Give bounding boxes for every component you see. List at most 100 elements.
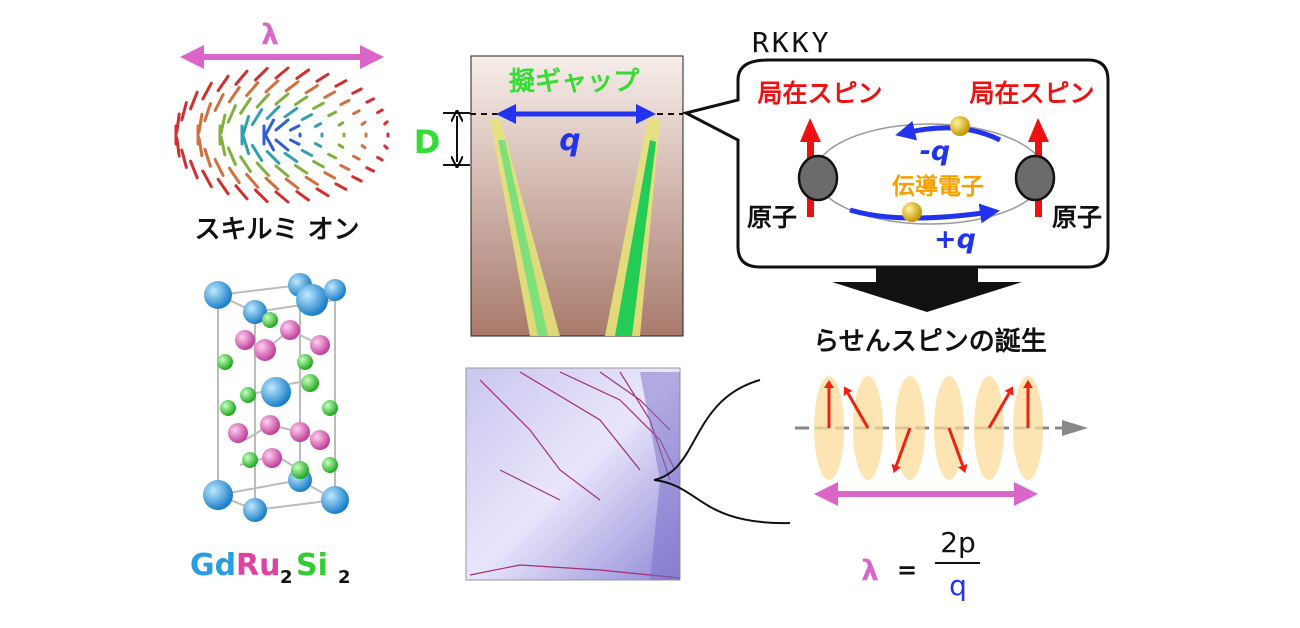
atom — [324, 279, 346, 301]
spin-arrow — [300, 113, 314, 122]
atom — [291, 461, 309, 479]
spin-arrow — [241, 114, 251, 136]
atom — [322, 457, 338, 473]
atom — [262, 448, 282, 468]
crystal-atoms — [203, 273, 349, 522]
spin-arrow — [1023, 380, 1033, 428]
atom — [310, 335, 330, 355]
spin-arrow — [383, 144, 389, 150]
spin-arrow — [274, 92, 290, 106]
spin-arrow — [219, 113, 227, 135]
spin-arrow — [226, 104, 237, 124]
spin-arrow — [351, 87, 363, 95]
domain-map-image — [465, 367, 681, 581]
formula-denominator: q — [949, 569, 967, 602]
atom — [261, 377, 291, 407]
helix-title: らせんスピンの誕生 — [813, 327, 1046, 357]
spin-arrow — [227, 166, 241, 185]
spin-arrow — [327, 110, 338, 118]
spin-arrow — [304, 175, 319, 186]
atom — [260, 415, 280, 435]
atom — [240, 387, 256, 403]
formula-gdru2si2: Gd Ru 2 Si 2 — [190, 548, 351, 588]
atom — [321, 486, 349, 514]
spin-arrow — [283, 106, 299, 119]
spin-arrow — [376, 108, 384, 115]
spin-arrow — [197, 112, 204, 134]
spin-arrow — [987, 386, 1014, 429]
spin-arrow — [891, 427, 912, 474]
atom — [296, 284, 328, 316]
spin-arrow — [219, 135, 227, 157]
spin-arrow — [360, 120, 367, 126]
spin-arrow — [180, 101, 188, 122]
spin-arrow — [824, 380, 834, 428]
spin-arrow — [265, 150, 281, 165]
spin-arrow — [313, 122, 323, 128]
spin-arrow — [293, 95, 309, 107]
spin-arrow — [337, 121, 345, 127]
spin-arrow — [265, 105, 281, 120]
local-spin-left-label: 局在スピン — [757, 79, 882, 108]
formula-ru: Ru — [236, 548, 280, 583]
spin-arrow — [288, 138, 301, 146]
spin-arrow — [245, 81, 260, 98]
spin-arrows-atoms — [800, 118, 1049, 217]
atom — [228, 423, 248, 443]
spin-arrow — [255, 161, 271, 177]
spin-arrow — [255, 93, 271, 109]
atom — [290, 422, 310, 442]
spin-arrow — [352, 109, 361, 116]
spin-arrow — [264, 79, 280, 94]
spin-arrow — [250, 143, 264, 162]
lambda-label-top: λ — [261, 18, 279, 51]
atom — [243, 498, 267, 522]
formula-ru-sub: 2 — [280, 567, 293, 588]
spin-arrow — [288, 124, 301, 132]
spin-arrow — [300, 148, 314, 157]
spin-arrow — [323, 90, 337, 99]
spin-arrow — [295, 68, 311, 80]
minus-q-label: -q — [920, 136, 951, 167]
atom — [242, 452, 258, 468]
spin-head — [843, 386, 853, 396]
spin-arrow — [315, 72, 330, 83]
spin-arrow — [312, 159, 325, 169]
atom — [217, 354, 233, 370]
atom — [204, 281, 232, 309]
formula-si-sub: 2 — [338, 567, 351, 588]
spin-arrow — [253, 66, 269, 82]
spin-arrow — [351, 175, 363, 183]
speech-bubble — [681, 58, 1110, 269]
electron-bottom — [902, 202, 922, 222]
spin-arrow — [253, 188, 269, 204]
electron-top — [950, 116, 970, 136]
spin-arrow — [203, 147, 212, 168]
rkky-title: RKKY — [752, 26, 831, 59]
skyrmion-label: スキルミ オン — [194, 215, 359, 245]
conduction-electron-label: 伝導電子 — [892, 173, 984, 200]
spin-arrow — [365, 97, 375, 104]
spin-shaft — [894, 427, 912, 467]
spin-arrow — [264, 176, 280, 191]
atom — [203, 480, 233, 510]
local-spin-right-label: 局在スピン — [969, 79, 1094, 108]
spin-arrow — [263, 118, 276, 138]
spin-arrow — [947, 427, 968, 474]
spin-arrow — [313, 142, 323, 148]
spin-arrow — [274, 66, 290, 80]
delta-label: D — [414, 123, 441, 161]
spin-arrow — [365, 166, 375, 173]
atom — [280, 320, 300, 340]
spin-arrow — [274, 190, 290, 204]
formula-lambda: λ — [861, 554, 879, 587]
spin-arrow — [339, 163, 351, 171]
spectroscopy-image — [470, 55, 684, 337]
spin-arrow — [216, 177, 230, 196]
spin-arrow — [274, 138, 290, 152]
atom — [322, 400, 338, 416]
spin-arrow — [312, 101, 325, 111]
spin-arrow — [339, 99, 351, 107]
spin-arrow — [283, 151, 299, 164]
